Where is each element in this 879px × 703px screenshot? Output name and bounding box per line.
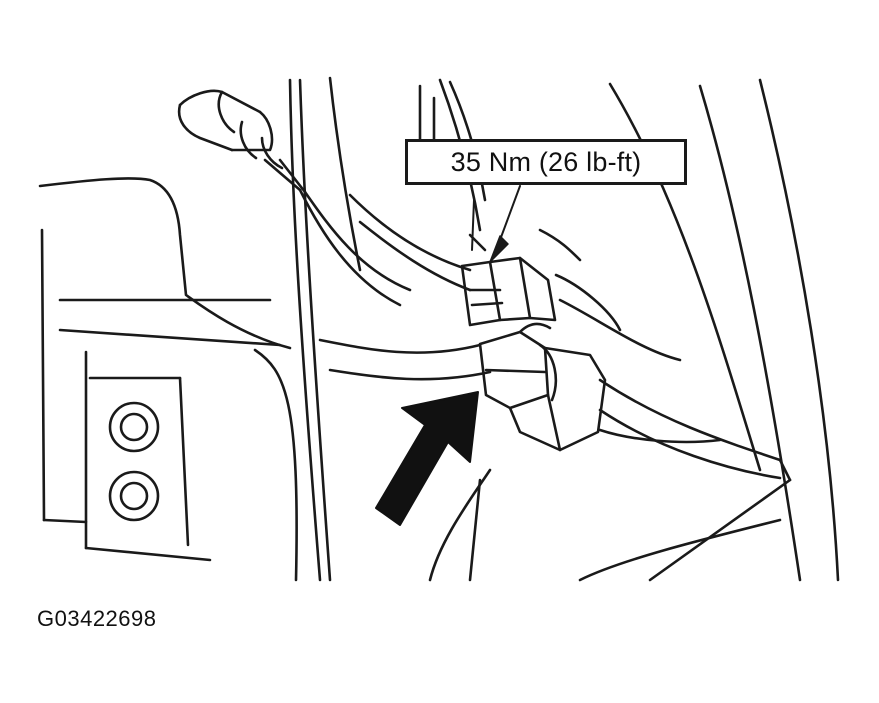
figure-id: G03422698 (37, 606, 157, 631)
bolt-holes (108, 401, 160, 522)
upper-fitting (460, 228, 622, 332)
hose (177, 89, 412, 307)
panel-lines (253, 76, 840, 582)
torque-spec-callout: 35 Nm (26 lb-ft) (405, 139, 687, 185)
lower-fitting (478, 322, 722, 452)
indicator-arrow (375, 391, 479, 526)
left-bracket (38, 177, 292, 562)
callout-leader (471, 185, 521, 263)
tubes (318, 193, 792, 482)
